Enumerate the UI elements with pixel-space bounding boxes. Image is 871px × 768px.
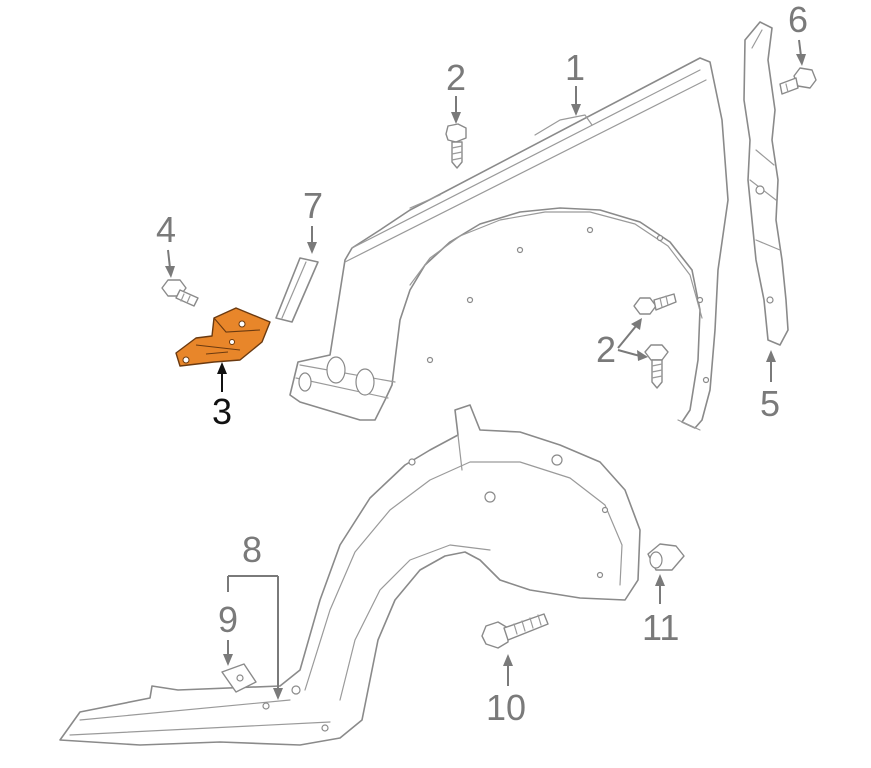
fender-part[interactable] [289, 57, 729, 431]
fender-strip-part[interactable] [275, 257, 319, 323]
callout-1: 1 [565, 47, 585, 116]
bolt-part-4[interactable] [161, 279, 199, 307]
wheelhouse-liner-part[interactable] [59, 404, 641, 746]
screw-part-10[interactable] [481, 613, 549, 649]
bolt-part-6[interactable] [779, 67, 817, 95]
highlighted-bracket-part[interactable] [175, 307, 271, 367]
clip-nut-part-9[interactable] [221, 663, 257, 693]
callout-6: 6 [788, 0, 808, 66]
callout-9: 9 [218, 599, 238, 666]
bolt-part-2-right-a[interactable] [633, 293, 677, 315]
callout-4-label: 4 [156, 209, 176, 250]
callout-9-label: 9 [218, 599, 238, 640]
callout-11: 11 [642, 574, 679, 648]
callout-7-label: 7 [303, 185, 323, 226]
callout-2-right-label: 2 [596, 329, 616, 370]
callout-2-top-label: 2 [446, 57, 466, 98]
callout-11-label: 11 [642, 607, 679, 648]
push-clip-part-11[interactable] [647, 543, 685, 571]
callout-5-label: 5 [760, 383, 780, 424]
fender-bracket-part[interactable] [743, 21, 789, 346]
bolt-part-2-right-b[interactable] [644, 344, 669, 389]
callout-1-label: 1 [565, 47, 585, 88]
callout-6-label: 6 [788, 0, 808, 40]
callout-10: 10 [486, 654, 526, 728]
callout-7: 7 [303, 185, 323, 254]
callout-5: 5 [760, 350, 780, 424]
bolt-part-2-top[interactable] [445, 123, 467, 169]
callout-3-label: 3 [212, 391, 232, 432]
callout-8: 8 [227, 529, 283, 700]
callout-10-label: 10 [486, 687, 526, 728]
callout-3: 3 [212, 362, 232, 432]
callout-2-top: 2 [446, 57, 466, 124]
callout-4: 4 [156, 209, 176, 278]
callout-2-right: 2 [596, 318, 648, 370]
callout-8-label: 8 [242, 529, 262, 570]
